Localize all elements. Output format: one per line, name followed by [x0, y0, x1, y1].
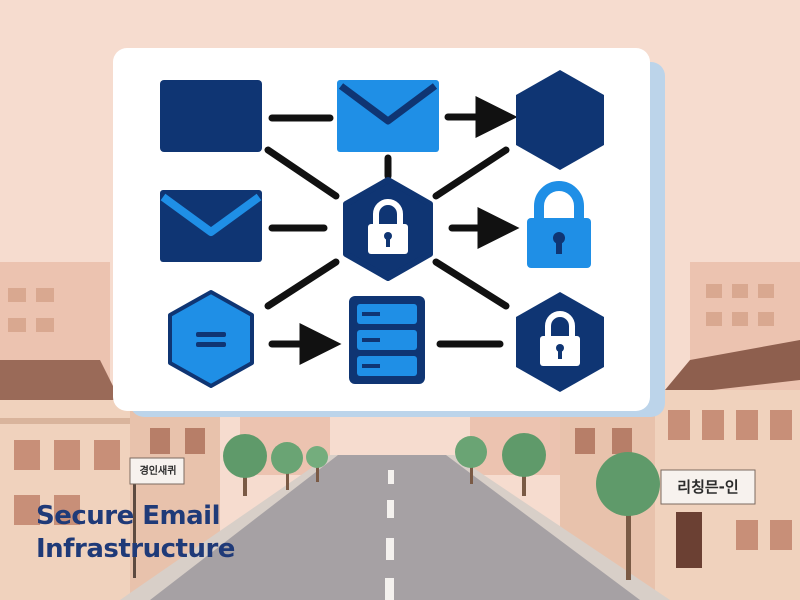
- lock-hexagon-icon: [516, 292, 604, 392]
- caption-title: Secure Email Infrastructure: [36, 500, 235, 566]
- envelope-icon: [160, 190, 262, 262]
- street-trees: [223, 433, 660, 580]
- right-street-sign: 리칭믄-인: [677, 478, 739, 496]
- street-signs: [129, 457, 756, 578]
- caption-line-2: Infrastructure: [36, 534, 235, 564]
- left-street-sign: 경인새퀴: [139, 466, 177, 477]
- lock-hexagon-icon: [343, 177, 433, 281]
- server-icon: [349, 296, 425, 384]
- connector-n7-n5: [264, 258, 340, 310]
- road: [120, 455, 670, 600]
- connector-n3-n5: [432, 146, 510, 200]
- caption-line-1: Secure Email: [36, 501, 221, 531]
- envelope-icon: [337, 80, 439, 152]
- navy-hexagon-icon: [516, 70, 604, 170]
- connector-n5-n9: [432, 258, 510, 310]
- menu-hexagon-icon: [168, 290, 254, 388]
- padlock-icon: [527, 181, 591, 268]
- distant-windows: [8, 284, 774, 332]
- navy-rectangle-icon: [160, 80, 262, 152]
- connectors: [264, 96, 520, 365]
- connector-n1-n5: [264, 146, 340, 200]
